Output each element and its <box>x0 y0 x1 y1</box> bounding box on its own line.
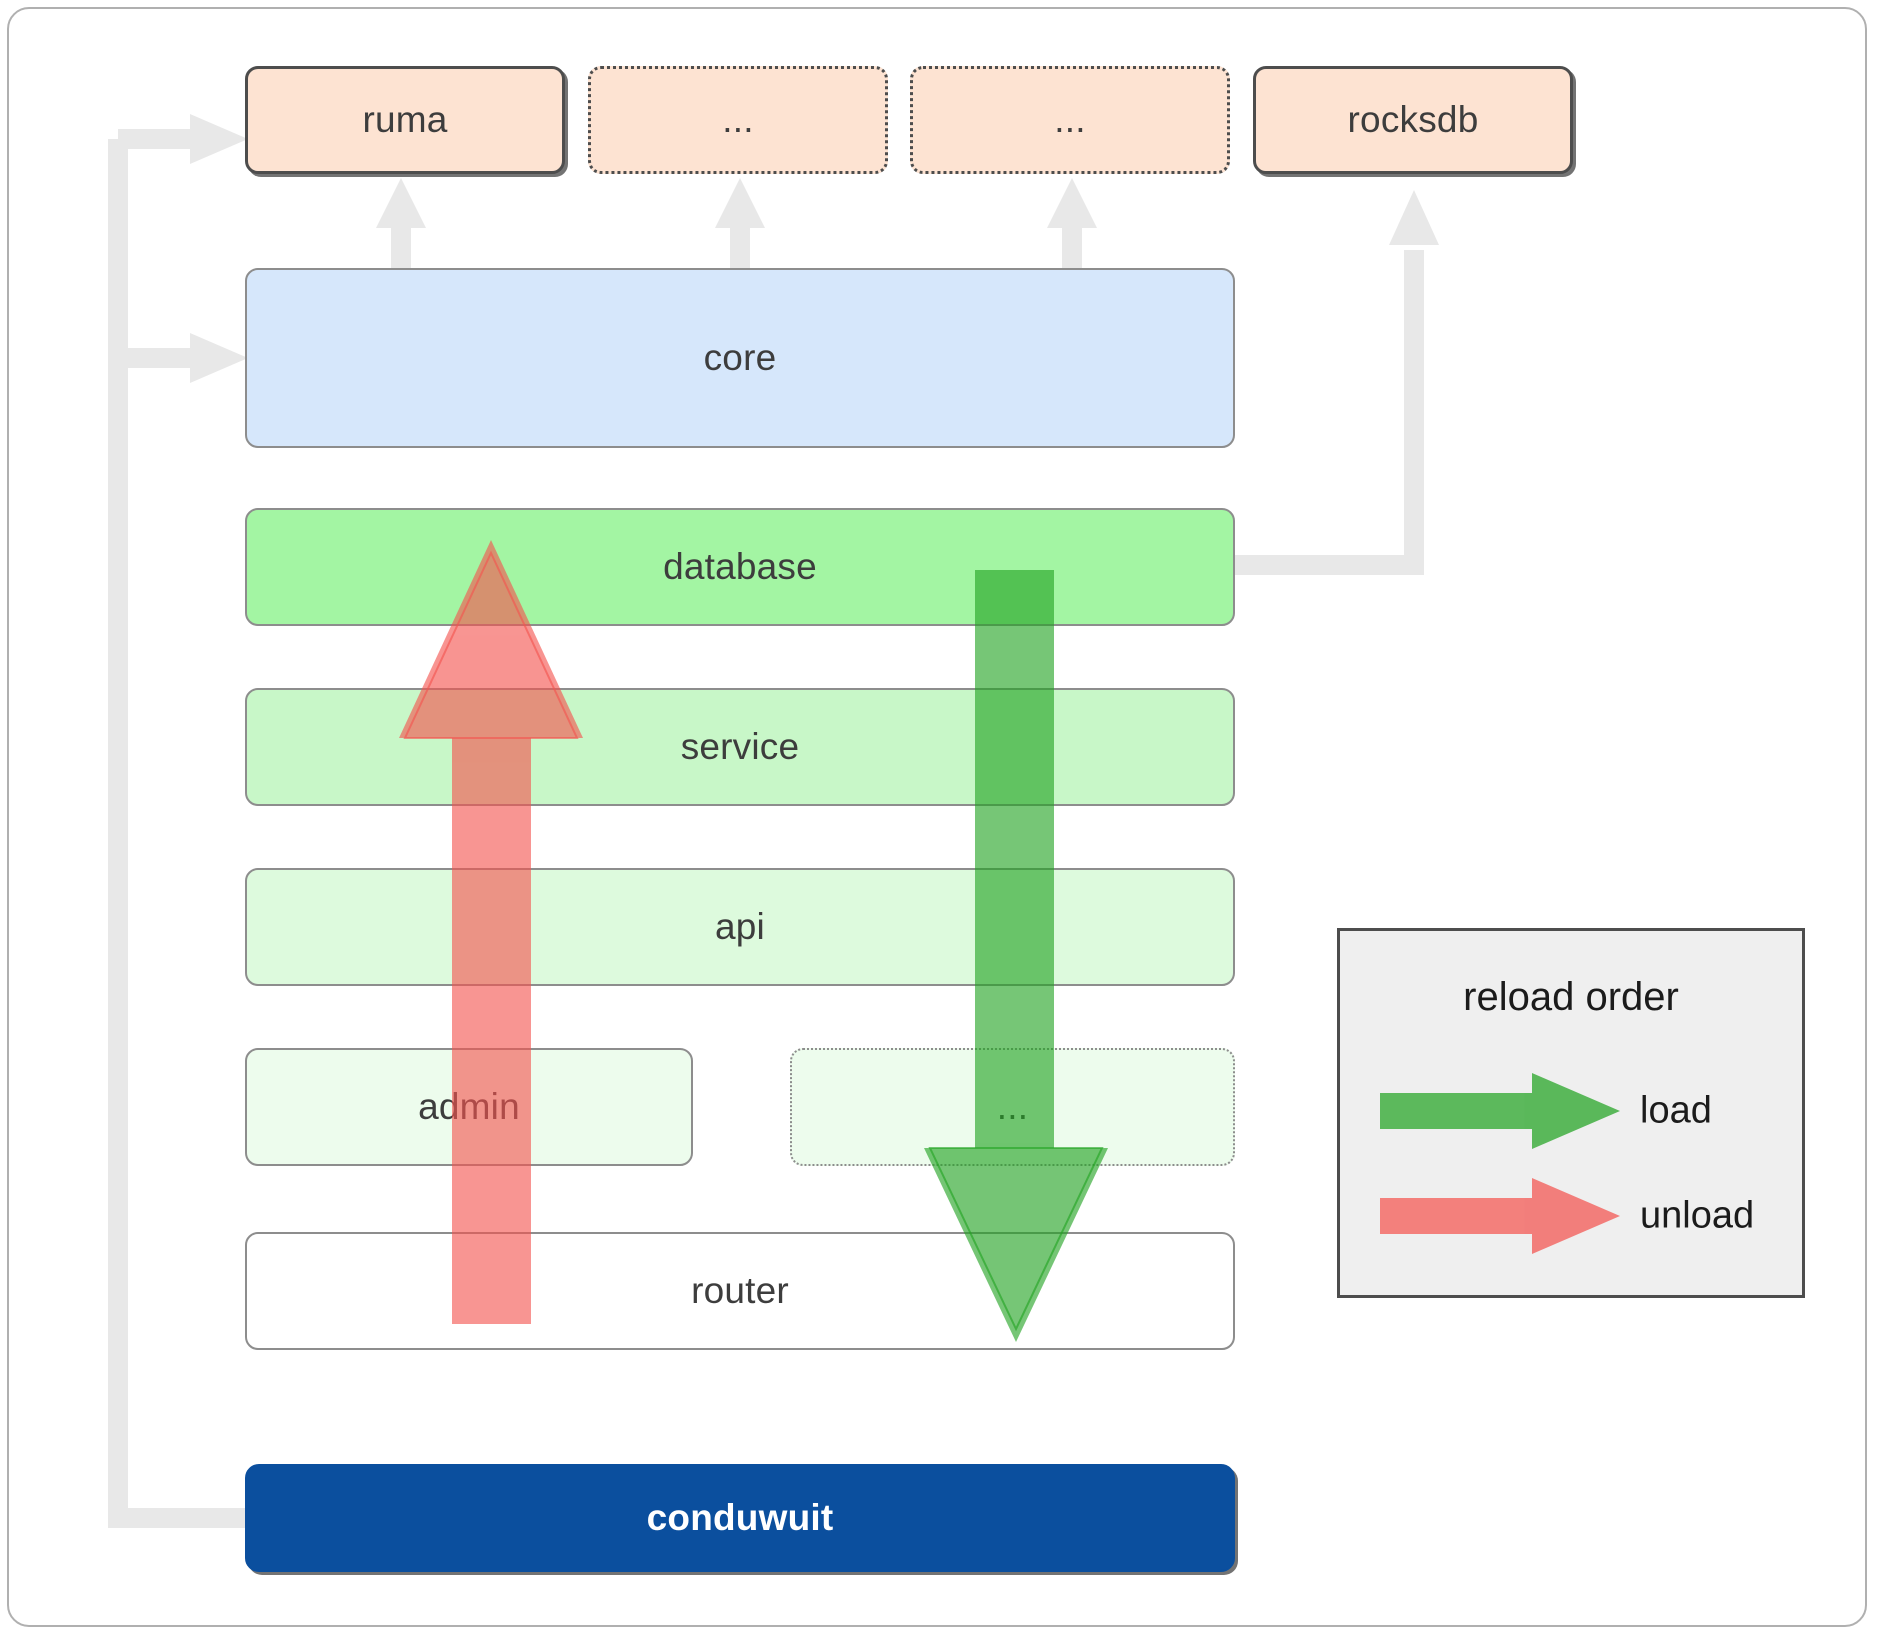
layer-label: core <box>703 337 777 378</box>
dependency-label: ... <box>1054 99 1086 140</box>
binary-label: conduwuit <box>646 1497 834 1538</box>
layer-box-database[interactable]: database <box>245 508 1235 626</box>
legend-panel: reload order load <box>1337 928 1805 1298</box>
dependency-label: ruma <box>362 99 448 140</box>
layer-box-placeholder[interactable]: ... <box>790 1048 1235 1166</box>
dependency-label: ... <box>722 99 754 140</box>
legend-label-load: load <box>1640 1089 1712 1132</box>
layer-label: router <box>691 1270 789 1311</box>
layer-label: admin <box>418 1086 520 1127</box>
legend-row-unload: unload <box>1340 1176 1802 1256</box>
legend-load-arrow-icon <box>1380 1071 1625 1151</box>
legend-title: reload order <box>1463 975 1679 1019</box>
layer-label: api <box>715 906 765 947</box>
layer-label: ... <box>996 1086 1029 1127</box>
dependency-box-placeholder-2[interactable]: ... <box>910 66 1230 174</box>
dependency-label: rocksdb <box>1347 99 1479 140</box>
legend-row-load: load <box>1340 1071 1802 1151</box>
legend-label-unload: unload <box>1640 1194 1755 1237</box>
layer-box-api[interactable]: api <box>245 868 1235 986</box>
binary-box-conduwuit[interactable]: conduwuit <box>245 1464 1235 1572</box>
dependency-box-ruma[interactable]: ruma <box>245 66 565 174</box>
layer-box-admin[interactable]: admin <box>245 1048 693 1166</box>
dependency-box-rocksdb[interactable]: rocksdb <box>1253 66 1573 174</box>
layer-label: service <box>680 726 800 767</box>
layer-box-router[interactable]: router <box>245 1232 1235 1350</box>
layer-box-service[interactable]: service <box>245 688 1235 806</box>
layer-label: database <box>663 546 817 587</box>
legend-unload-arrow-icon <box>1380 1176 1625 1256</box>
dependency-box-placeholder-1[interactable]: ... <box>588 66 888 174</box>
diagram-frame <box>7 7 1867 1627</box>
layer-box-core[interactable]: core <box>245 268 1235 448</box>
